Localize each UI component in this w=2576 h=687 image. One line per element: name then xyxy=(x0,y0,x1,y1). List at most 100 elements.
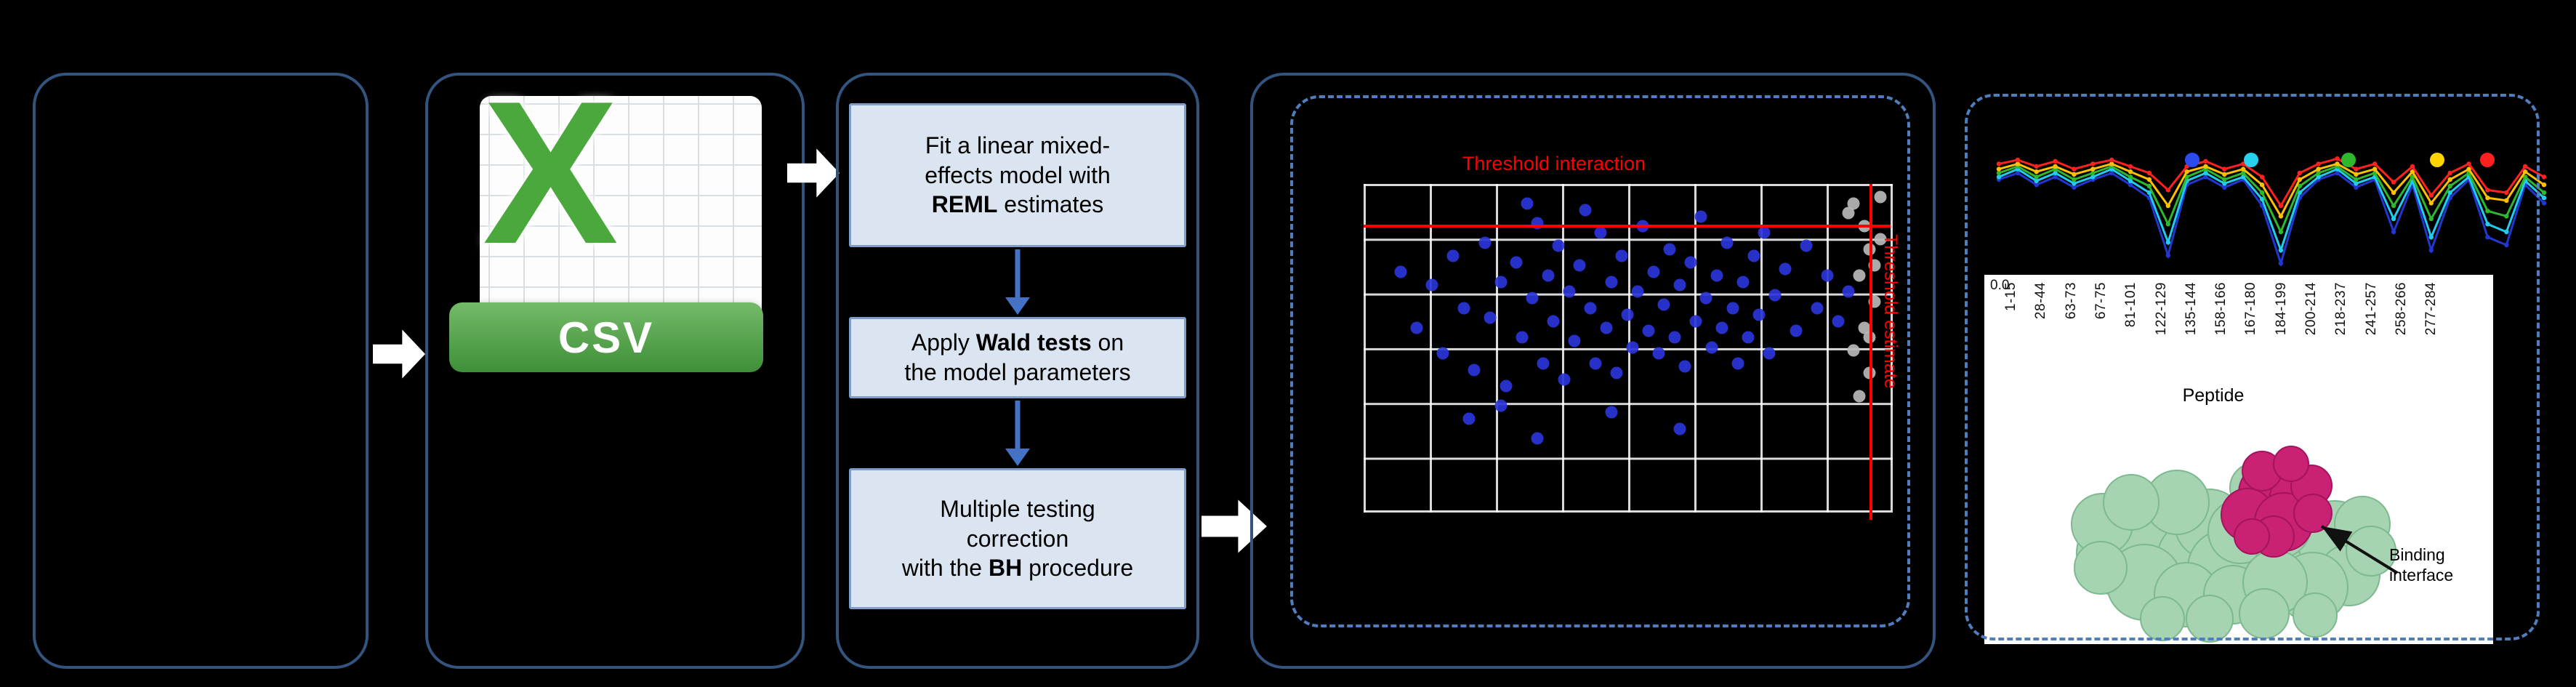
uptake-marker xyxy=(2278,229,2284,235)
scatter-point-significant xyxy=(1552,239,1565,252)
scatter-point-non-significant xyxy=(1853,269,1865,282)
uptake-marker xyxy=(2072,177,2077,182)
uptake-marker xyxy=(2146,183,2152,189)
reml-text-post: estimates xyxy=(997,191,1104,218)
scatter-point-significant xyxy=(1657,298,1670,311)
uptake-y-tick: 0.0 xyxy=(1990,278,2010,293)
uptake-marker xyxy=(2072,166,2077,172)
uptake-marker xyxy=(2128,164,2133,169)
scatter-point-significant xyxy=(1462,412,1476,425)
uptake-marker xyxy=(2504,242,2509,248)
down-arrow-2 xyxy=(1005,401,1030,466)
scatter-point-significant xyxy=(1699,292,1712,305)
scatter-point-significant xyxy=(1842,285,1855,298)
scatter-point-significant xyxy=(1673,422,1686,435)
uptake-marker xyxy=(2485,196,2490,201)
uptake-marker xyxy=(2015,157,2021,163)
peptide-tick-label: 1-15 xyxy=(2003,282,2018,312)
flow-arrow-1 xyxy=(373,329,425,379)
scatter-point-significant xyxy=(1394,265,1407,278)
uptake-marker xyxy=(2259,196,2265,202)
uptake-marker xyxy=(2335,161,2340,166)
uptake-marker xyxy=(2372,161,2378,166)
scatter-point-significant xyxy=(1726,302,1739,315)
scatter-point-significant xyxy=(1731,357,1744,370)
excel-x-logo: X xyxy=(483,60,619,286)
scatter-point-significant xyxy=(1531,432,1544,445)
peptide-tick-label: 135-144 xyxy=(2183,282,2199,336)
scatter-point-significant xyxy=(1516,331,1528,344)
uptake-chart-svg xyxy=(1996,156,2547,268)
method-box-reml-text: Fit a linear mixed- effects model with R… xyxy=(925,131,1111,220)
uptake-marker xyxy=(2316,166,2321,172)
volcano-plot-area xyxy=(1364,184,1893,521)
scatter-point-significant xyxy=(1579,204,1591,217)
uptake-marker xyxy=(2259,190,2265,196)
input-data-panel xyxy=(33,73,369,669)
uptake-marker xyxy=(2109,161,2114,166)
uptake-marker xyxy=(2278,261,2284,266)
legend-dot xyxy=(2341,153,2356,167)
scatter-point-non-significant xyxy=(1874,190,1886,204)
scatter-point-significant xyxy=(1821,269,1834,282)
scatter-point-significant xyxy=(1500,379,1513,393)
scatter-point-significant xyxy=(1494,276,1507,289)
uptake-marker xyxy=(2128,169,2133,174)
peptide-tick-label: 277-284 xyxy=(2423,282,2439,336)
uptake-marker xyxy=(2278,248,2284,253)
scatter-point-significant xyxy=(1663,243,1675,256)
scatter-point-significant xyxy=(1642,324,1654,337)
peptide-tick-label: 63-73 xyxy=(2063,282,2079,320)
uptake-line-state-orange xyxy=(1998,162,2545,219)
legend-dot xyxy=(2430,153,2444,167)
uptake-marker xyxy=(2504,198,2509,203)
uptake-marker xyxy=(2203,164,2208,169)
uptake-marker xyxy=(2466,161,2471,166)
scatter-point-significant xyxy=(1720,236,1734,249)
uptake-marker xyxy=(2410,169,2415,174)
uptake-marker xyxy=(2466,166,2471,172)
uptake-marker xyxy=(2447,177,2452,182)
uptake-marker xyxy=(2090,161,2096,166)
scatter-point-significant xyxy=(1478,236,1492,249)
uptake-marker xyxy=(2522,164,2528,169)
uptake-marker xyxy=(2541,201,2547,206)
uptake-marker xyxy=(2428,193,2434,198)
uptake-marker xyxy=(2146,170,2152,176)
legend-dot xyxy=(2480,153,2495,167)
uptake-marker xyxy=(2541,182,2547,188)
uptake-marker xyxy=(2222,177,2227,182)
csv-file-icon: X CSV xyxy=(449,71,763,378)
uptake-marker xyxy=(2485,235,2490,240)
peptide-tick-label: 67-75 xyxy=(2093,282,2109,320)
uptake-marker xyxy=(2485,209,2490,214)
uptake-marker xyxy=(2354,177,2359,182)
uptake-line-state-cyan xyxy=(1998,167,2545,254)
scatter-point-significant xyxy=(1605,276,1618,289)
statistics-panel xyxy=(836,73,1199,669)
scatter-point-significant xyxy=(1563,285,1576,298)
threshold-interaction-label: Threshold interaction xyxy=(1462,153,1646,174)
scatter-point-significant xyxy=(1758,226,1771,239)
scatter-point-significant xyxy=(1410,321,1422,334)
scatter-point-significant xyxy=(1752,308,1766,321)
uptake-marker xyxy=(2447,190,2452,196)
uptake-marker xyxy=(2428,201,2434,206)
uptake-marker xyxy=(2259,174,2265,180)
uptake-marker xyxy=(2053,158,2058,164)
wald-text-pre: Apply xyxy=(911,329,976,356)
peptide-tick-label: 241-257 xyxy=(2363,282,2379,336)
reml-text-bold: REML xyxy=(931,191,998,218)
scatter-point-significant xyxy=(1526,292,1539,305)
scatter-point-significant xyxy=(1747,249,1760,262)
volcano-panel xyxy=(1250,73,1936,669)
uptake-line-state-green xyxy=(1998,165,2545,235)
uptake-marker xyxy=(2241,170,2246,176)
uptake-marker xyxy=(2165,240,2170,245)
uptake-marker xyxy=(2522,174,2528,180)
threshold-vline xyxy=(1869,184,1872,521)
scatter-point-significant xyxy=(1631,285,1644,298)
uptake-marker xyxy=(2241,166,2246,172)
uptake-marker xyxy=(2316,170,2321,176)
peptide-tick-label: 258-266 xyxy=(2393,282,2409,336)
